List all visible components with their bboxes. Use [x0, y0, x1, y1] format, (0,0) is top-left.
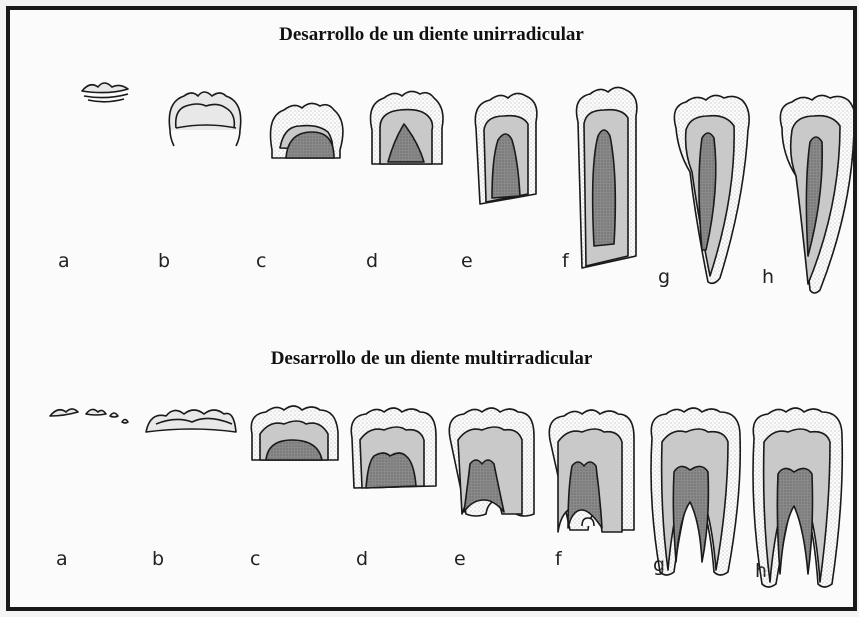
single-stage-h-tooth [780, 95, 853, 293]
single-stage-c-tooth [271, 103, 343, 158]
single-stage-e-tooth [475, 93, 537, 204]
multi-stage-g-tooth [651, 408, 740, 575]
multi-stage-c-tooth [251, 406, 338, 460]
multi-stage-e-tooth [449, 408, 534, 516]
single-stage-b-tooth [169, 92, 240, 146]
single-stage-g-tooth [674, 95, 749, 283]
multi-stage-a-tooth [50, 409, 128, 423]
multi-stage-f-tooth [549, 410, 634, 532]
multi-stage-b-tooth [146, 410, 236, 432]
multi-stage-h-tooth [753, 408, 842, 587]
tooth-illustrations [10, 10, 853, 607]
single-stage-a-tooth [82, 83, 128, 102]
multi-stage-d-tooth [351, 408, 436, 488]
single-stage-d-tooth [371, 91, 444, 164]
diagram-frame: Desarrollo de un diente unirradicular De… [6, 6, 857, 611]
single-stage-f-tooth [577, 87, 637, 268]
